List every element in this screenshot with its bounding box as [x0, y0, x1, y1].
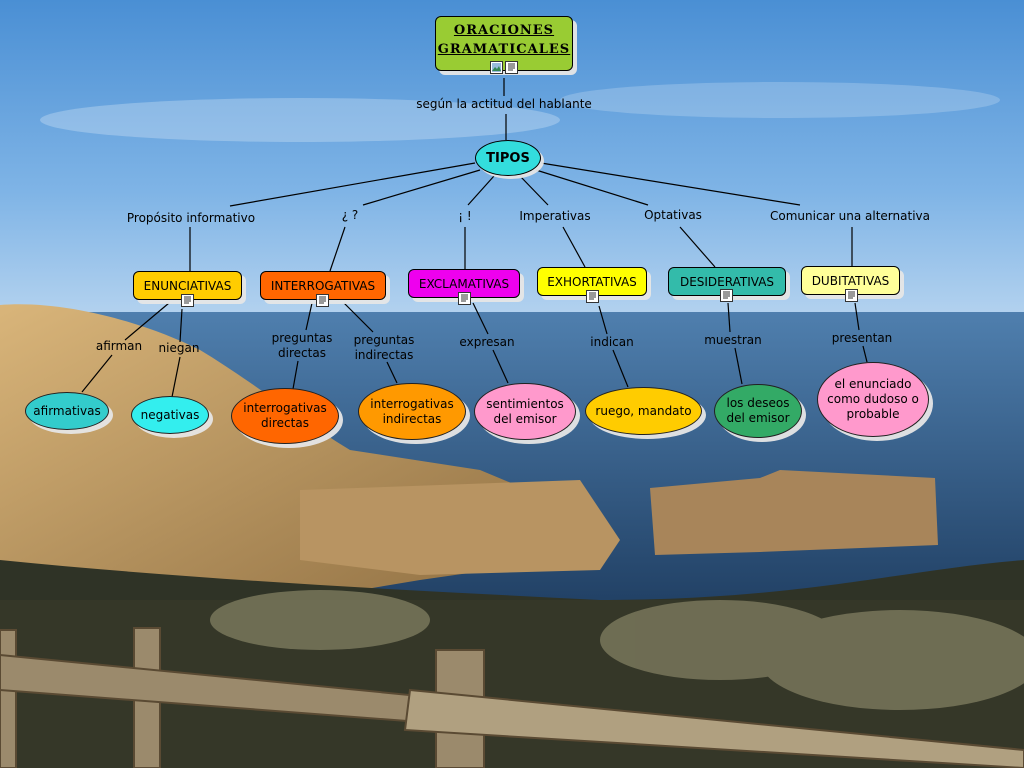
- leaf-node-los-deseos-del-emisor[interactable]: los deseos del emisor: [714, 384, 802, 438]
- title-line-2: GRAMATICALES: [437, 42, 571, 57]
- root-link-label: según la actitud del hablante: [416, 97, 592, 111]
- title-node[interactable]: ORACIONES GRAMATICALES: [435, 16, 573, 74]
- link-label-presentan: presentan: [831, 331, 893, 345]
- leaf-label: negativas: [140, 407, 200, 422]
- leaf-node-enunciado-dudoso[interactable]: el enunciado como dudoso o probable: [817, 362, 929, 437]
- link-label-preguntas-directas: preguntas directas: [271, 331, 333, 360]
- document-icon[interactable]: [720, 289, 733, 302]
- link-label-exclamativas: ¡ !: [458, 209, 472, 223]
- leaf-node-ruego-mandato[interactable]: ruego, mandato: [585, 387, 702, 435]
- link-label-muestran: muestran: [704, 333, 762, 347]
- center-node-tipos[interactable]: TIPOS: [475, 140, 541, 176]
- leaf-node-interrogativas-indirectas[interactable]: interrogativas indirectas: [358, 383, 466, 440]
- type-label: EXCLAMATIVAS: [418, 276, 510, 291]
- leaf-label: el enunciado como dudoso o probable: [827, 377, 919, 421]
- link-label-enunciativas: Propósito informativo: [126, 211, 256, 225]
- leaf-node-interrogativas-directas[interactable]: interrogativas directas: [231, 388, 339, 444]
- document-icon[interactable]: [181, 294, 194, 307]
- link-label-dubitativas: Comunicar una alternativa: [770, 209, 930, 223]
- leaf-node-afirmativas[interactable]: afirmativas: [25, 392, 109, 430]
- image-icon[interactable]: [490, 61, 503, 74]
- leaf-label: afirmativas: [33, 403, 101, 418]
- leaf-label: los deseos del emisor: [726, 396, 790, 425]
- leaf-label: interrogativas indirectas: [370, 396, 454, 426]
- type-node-enunciativas[interactable]: ENUNCIATIVAS: [133, 271, 242, 300]
- link-label-niegan: niegan: [158, 341, 200, 355]
- type-label: INTERROGATIVAS: [270, 278, 376, 293]
- link-label-expresan: expresan: [459, 335, 515, 349]
- link-label-exhortativas: Imperativas: [519, 209, 591, 223]
- leaf-node-negativas[interactable]: negativas: [131, 396, 209, 434]
- document-icon[interactable]: [845, 289, 858, 302]
- link-label-indican: indican: [590, 335, 634, 349]
- leaf-label: sentimientos del emisor: [486, 396, 564, 426]
- link-label-desiderativas: Optativas: [644, 208, 702, 222]
- link-label-preguntas-indirectas: preguntas indirectas: [353, 333, 415, 362]
- center-label: TIPOS: [486, 150, 530, 166]
- document-icon[interactable]: [316, 294, 329, 307]
- link-label-interrogativas: ¿ ?: [341, 208, 359, 222]
- type-label: ENUNCIATIVAS: [143, 278, 232, 293]
- type-label: DUBITATIVAS: [811, 273, 890, 288]
- leaf-node-sentimientos-del-emisor[interactable]: sentimientos del emisor: [474, 383, 576, 440]
- type-label: EXHORTATIVAS: [547, 274, 637, 289]
- title-line-1: ORACIONES: [453, 23, 555, 38]
- link-label-afirman: afirman: [95, 339, 143, 353]
- document-icon[interactable]: [505, 61, 518, 74]
- leaf-label: ruego, mandato: [595, 403, 692, 418]
- document-icon[interactable]: [586, 290, 599, 303]
- leaf-label: interrogativas directas: [243, 401, 327, 430]
- type-label: DESIDERATIVAS: [679, 274, 775, 289]
- document-icon[interactable]: [458, 292, 471, 305]
